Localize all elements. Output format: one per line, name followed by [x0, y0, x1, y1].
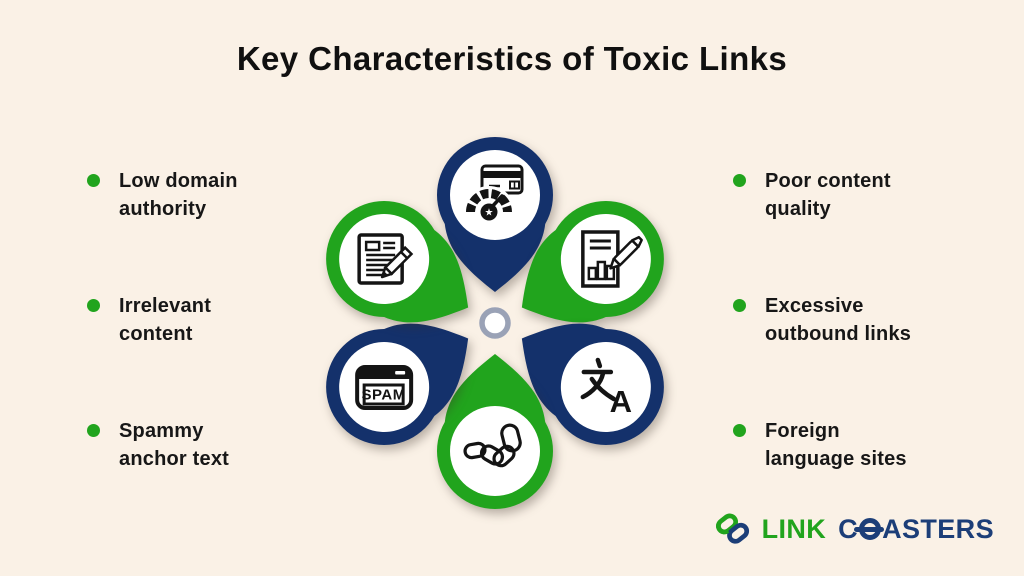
- irrelevant-content-icon: [357, 233, 414, 285]
- petal-foreign-language: A: [492, 288, 677, 467]
- link-o-glyph: [854, 518, 885, 540]
- bullet-spammy-anchor-text: Spammy anchor text: [87, 417, 229, 473]
- bullet-low-domain-authority: Low domain authority: [87, 167, 238, 223]
- bullet-label: Spammy anchor text: [119, 420, 230, 470]
- bullet-label: Foreign language sites: [765, 420, 907, 470]
- bullet-label: Excessive outbound links: [765, 295, 912, 345]
- cjk-wen-glyph: [580, 357, 617, 402]
- bullet-dot: [733, 174, 746, 187]
- bullet-excessive-outbound-links: Excessive outbound links: [733, 292, 911, 348]
- bullet-label: Poor content quality: [765, 170, 891, 220]
- petal-spam: SPAM: [313, 288, 498, 467]
- translate-icon: A: [580, 357, 632, 419]
- page-title: Key Characteristics of Toxic Links: [236, 40, 788, 77]
- bullet-dot: [733, 299, 746, 312]
- petal-poor-content-quality: [492, 179, 677, 358]
- content-quality-report-icon: [581, 230, 643, 288]
- bullet-foreign-language-sites: Foreign language sites: [733, 417, 907, 473]
- spam-label: SPAM: [362, 387, 406, 404]
- bullet-label: Low domain authority: [119, 170, 238, 220]
- star-glyph: ★: [485, 208, 494, 219]
- bullet-dot: [733, 424, 746, 437]
- petal-irrelevant-content: [313, 179, 498, 358]
- pen-glyph: [609, 235, 643, 270]
- bullet-poor-content-quality: Poor content quality: [733, 167, 891, 223]
- chain-links-icon: [463, 423, 522, 468]
- petal-domain-authority: ★: [437, 136, 553, 292]
- toxic-links-flower-diagram: ★: [313, 136, 677, 510]
- domain-authority-gauge-icon: ★: [463, 164, 524, 221]
- bullet-label: Irrelevant content: [119, 295, 212, 345]
- chain-link-logo-icon: [715, 513, 749, 544]
- bullet-dot: [87, 299, 100, 312]
- petal-toxic-backlinks: [437, 354, 553, 510]
- link-o-bar: [854, 526, 885, 532]
- logo-word-link: LINK: [761, 513, 827, 544]
- bullet-dot: [87, 174, 100, 187]
- pencil-glyph: [380, 245, 414, 279]
- center-ring: [479, 307, 511, 339]
- bullet-dot: [87, 424, 100, 437]
- bullet-irrelevant-content: Irrelevant content: [87, 292, 211, 348]
- latin-a-glyph: A: [610, 384, 632, 419]
- spam-window-icon: SPAM: [355, 365, 414, 410]
